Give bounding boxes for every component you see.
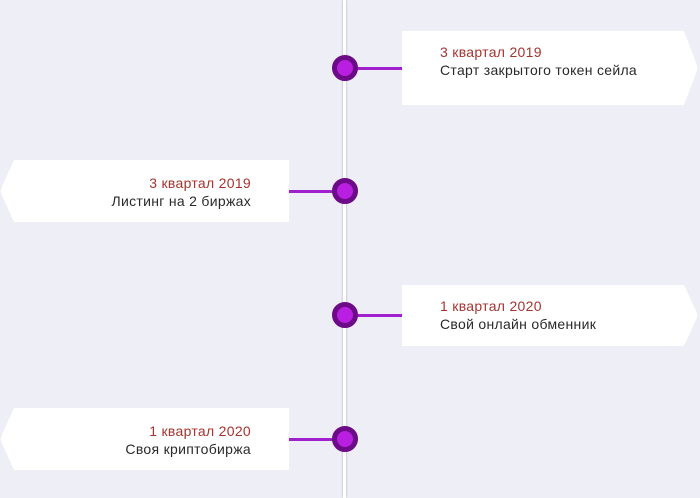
milestone-title: Свой онлайн обменник <box>440 316 597 332</box>
milestone-title: Старт закрытого токен сейла <box>440 62 638 78</box>
milestone-date: 3 квартал 2019 <box>440 44 542 60</box>
timeline-dot-icon <box>332 426 358 452</box>
timeline-connector <box>352 67 404 70</box>
timeline-card: 3 квартал 2019 Листинг на 2 биржах <box>0 160 289 222</box>
timeline-card: 1 квартал 2020 Своя криптобиржа <box>0 408 289 470</box>
timeline-connector <box>352 314 404 317</box>
timeline-connector <box>288 190 340 193</box>
milestone-title: Листинг на 2 биржах <box>111 193 251 209</box>
timeline-card: 1 квартал 2020 Свой онлайн обменник <box>402 285 698 346</box>
timeline-axis <box>343 0 346 498</box>
milestone-title: Своя криптобиржа <box>125 441 251 457</box>
timeline-dot-icon <box>332 302 358 328</box>
timeline-connector <box>288 438 340 441</box>
milestone-date: 1 квартал 2020 <box>440 298 542 314</box>
milestone-date: 3 квартал 2019 <box>149 175 251 191</box>
timeline-dot-icon <box>332 55 358 81</box>
timeline-dot-icon <box>332 178 358 204</box>
timeline-card: 3 квартал 2019 Старт закрытого токен сей… <box>402 31 698 105</box>
milestone-date: 1 квартал 2020 <box>149 423 251 439</box>
